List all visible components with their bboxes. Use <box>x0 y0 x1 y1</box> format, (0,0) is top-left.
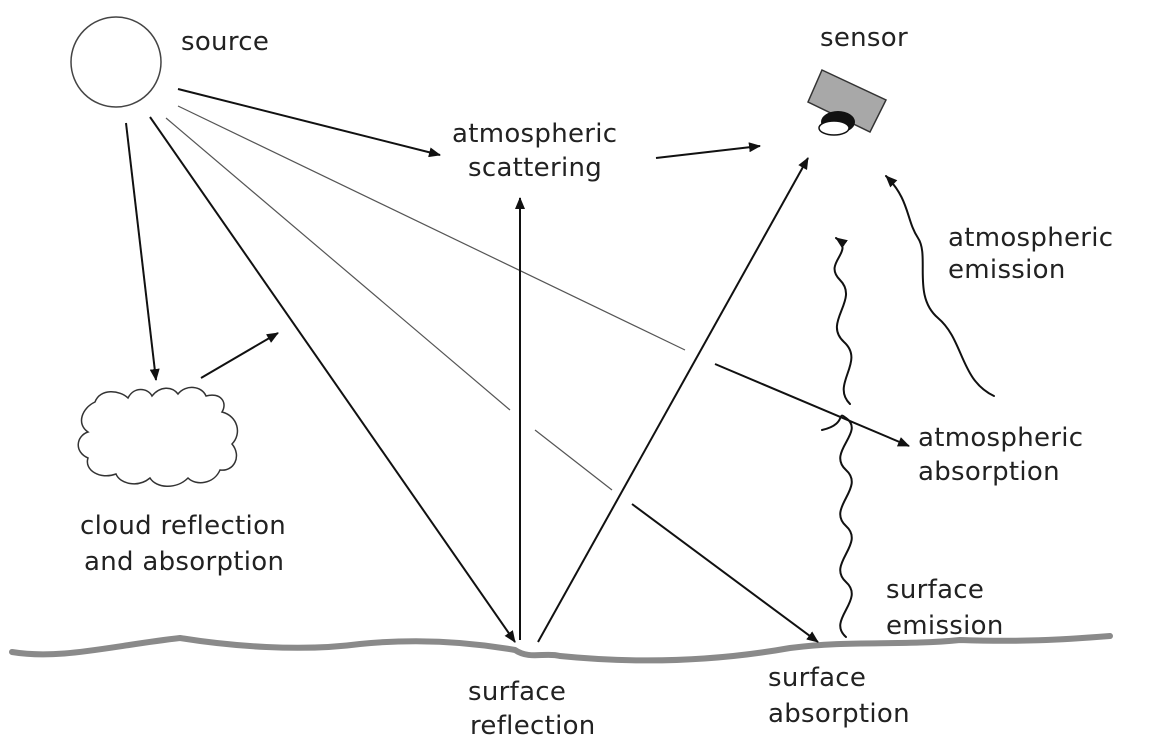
arrow-surface-to-sensor <box>537 157 809 643</box>
label-atm-scattering-2: scattering <box>468 153 602 183</box>
label-surf-absorption-1: surface <box>768 663 866 693</box>
label-sensor: sensor <box>820 23 908 53</box>
label-surf-reflection-1: surface <box>468 677 566 707</box>
wave-atmospheric-emission <box>885 175 995 397</box>
ray-to-absorption-faint <box>177 105 686 351</box>
arrow-source-to-surface-reflection <box>149 116 516 643</box>
label-surf-absorption-2: absorption <box>768 699 910 729</box>
cloud-icon <box>77 386 239 487</box>
label-surf-emission-2: emission <box>886 611 1004 641</box>
label-surf-emission-1: surface <box>886 575 984 605</box>
arrow-cloud-outgoing <box>200 332 279 379</box>
arrow-to-atm-absorption <box>714 363 910 447</box>
arrow-to-surface-absorption <box>631 503 819 643</box>
label-source: source <box>181 27 269 57</box>
label-surf-reflection-2: reflection <box>470 711 596 741</box>
sun-icon <box>70 16 162 108</box>
arrow-source-to-scattering <box>177 88 441 158</box>
label-atm-emission-2: emission <box>948 255 1066 285</box>
arrow-scattering-to-sensor <box>655 142 761 159</box>
label-cloud-2: and absorption <box>84 547 284 577</box>
label-cloud-1: cloud reflection <box>80 511 286 541</box>
sensor-icon <box>807 68 888 136</box>
ray-to-surface-absorption-faint <box>165 117 511 411</box>
ground-line <box>9 633 1113 664</box>
label-atm-emission-1: atmospheric <box>948 223 1113 253</box>
arrow-source-to-cloud <box>125 122 160 381</box>
label-atm-scattering-1: atmospheric <box>452 119 617 149</box>
wave-upper-emission <box>833 237 853 405</box>
label-atm-absorption-2: absorption <box>918 457 1060 487</box>
ray-to-surface-absorption-faint-2 <box>534 429 613 491</box>
wave-surface-emission <box>821 414 853 638</box>
label-atm-absorption-1: atmospheric <box>918 423 1083 453</box>
